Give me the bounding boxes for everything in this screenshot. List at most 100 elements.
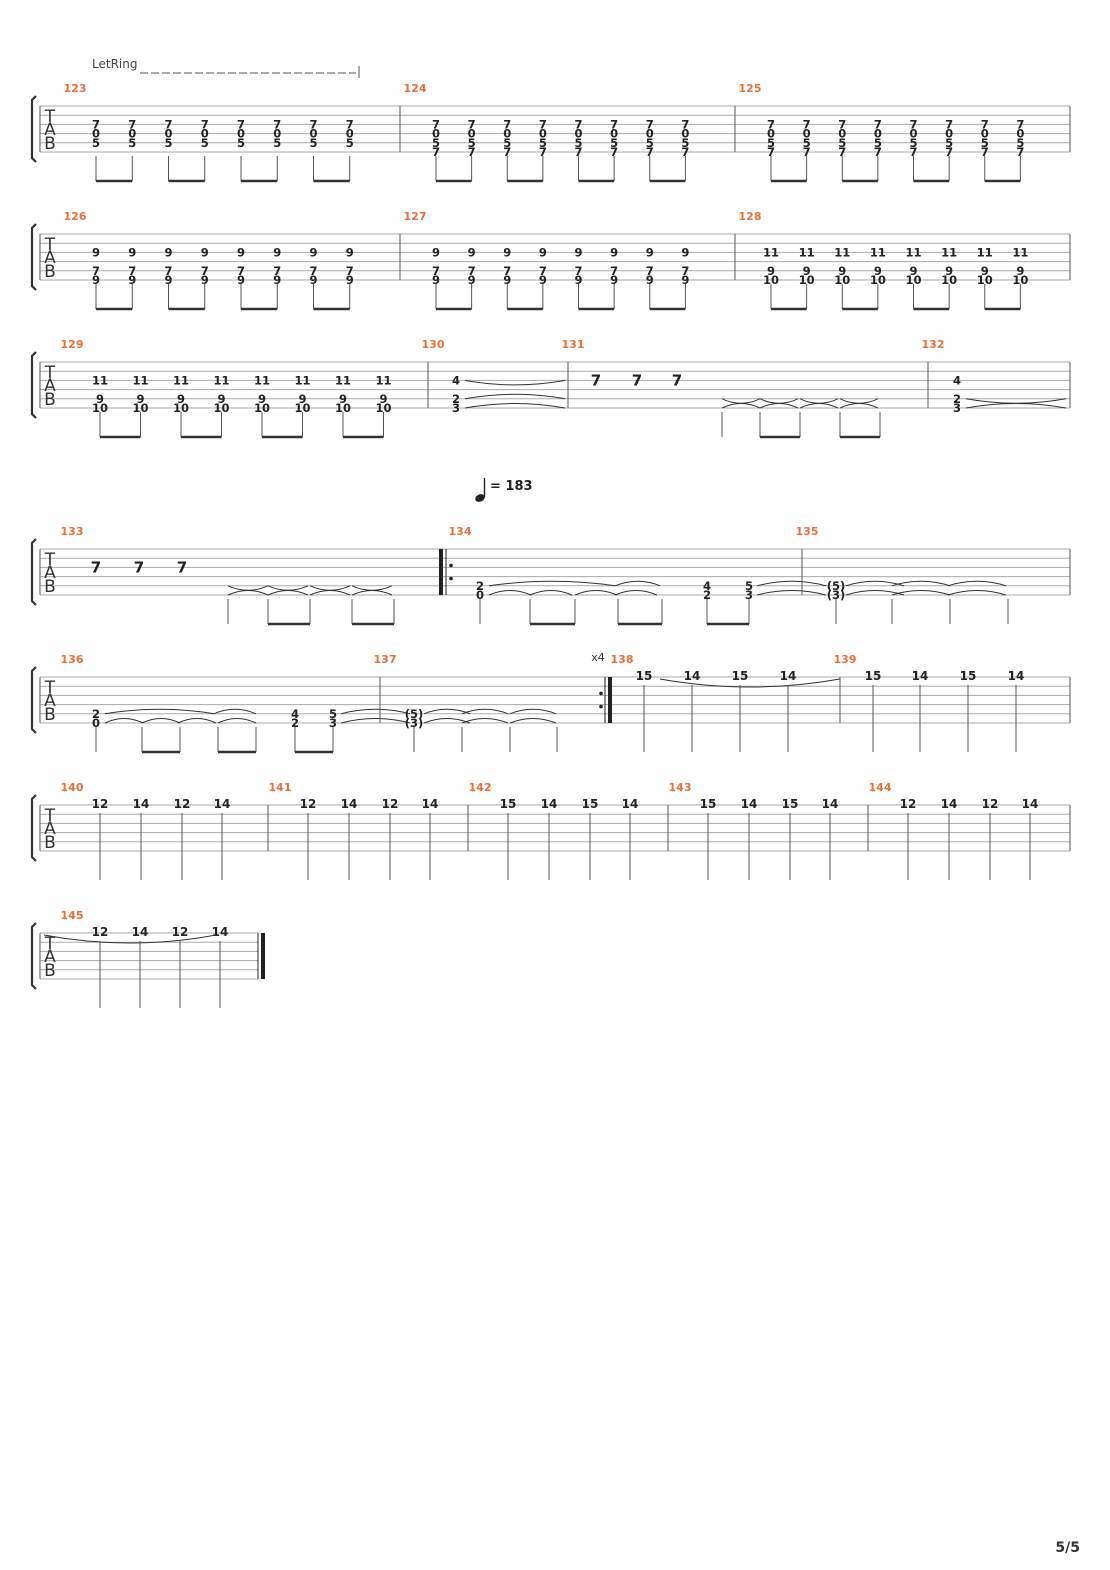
tie-arc [267, 585, 309, 591]
tie-arc [839, 398, 879, 404]
fret-number: 10 [799, 273, 815, 287]
tab-clef-letter: T [44, 235, 56, 255]
measure-number: 126 [64, 210, 87, 223]
fret-number: 7 [1016, 117, 1024, 131]
fret-number: (3) [405, 716, 424, 730]
fret-number: 7 [838, 145, 846, 159]
system-bracket [30, 538, 37, 606]
fret-number: 15 [782, 797, 799, 811]
fret-number: 11 [1012, 245, 1028, 259]
fret-number: 7 [503, 264, 511, 278]
fret-number: 9 [432, 273, 440, 287]
fret-number: 0 [1016, 127, 1024, 141]
fret-number: 0 [201, 127, 209, 141]
system-bracket [30, 95, 37, 163]
fret-number: 7 [681, 145, 689, 159]
fret-number: 9 [468, 273, 476, 287]
fret-number: 0 [503, 127, 511, 141]
fret-number: 0 [92, 127, 100, 141]
tie-arc [104, 718, 144, 724]
fret-number: 9 [503, 245, 511, 259]
tie-arc [574, 590, 618, 596]
fret-number: 9 [909, 264, 917, 278]
fret-number: 7 [574, 145, 582, 159]
fret-number: 5 [539, 136, 547, 150]
fret-number: 12 [92, 925, 109, 939]
fret-number: 4 [953, 373, 961, 387]
tab-clef-letter: A [44, 120, 56, 140]
fret-number: 9 [610, 273, 618, 287]
fret-number: 9 [681, 273, 689, 287]
measure-number: 137 [374, 653, 397, 666]
fret-number: 14 [780, 669, 797, 683]
fret-number: 11 [977, 245, 993, 259]
fret-number: 11 [870, 245, 886, 259]
fret-number: 11 [335, 373, 351, 387]
fret-number: 11 [834, 245, 850, 259]
fret-number: 7 [273, 264, 281, 278]
tie-arc [614, 590, 658, 596]
fret-number: 3 [452, 401, 460, 415]
tab-clef-letter: B [44, 961, 56, 981]
fret-number: 10 [173, 401, 189, 415]
fret-number: 10 [977, 273, 993, 287]
fret-number: 14 [214, 797, 231, 811]
repeat-start-thick-bar [439, 549, 443, 595]
fret-number: 5 [945, 136, 953, 150]
tie-arc [947, 590, 1007, 596]
fret-number: 9 [379, 392, 387, 406]
fret-number: 14 [912, 669, 929, 683]
fret-number: 10 [335, 401, 351, 415]
tie-arc [488, 590, 532, 596]
fret-number: 0 [539, 127, 547, 141]
fret-number: 5 [767, 136, 775, 150]
tab-clef-letter: B [44, 705, 56, 725]
fret-number: 9 [258, 392, 266, 406]
fret-number: 9 [273, 245, 281, 259]
fret-number: 0 [273, 127, 281, 141]
fret-number: 5 [273, 136, 281, 150]
fret-number: 11 [173, 373, 189, 387]
tab-clef-letter: A [44, 248, 56, 268]
fret-number: 7 [346, 117, 354, 131]
fret-number: 7 [468, 145, 476, 159]
fret-number: 9 [767, 264, 775, 278]
fret-number: 7 [874, 117, 882, 131]
system-bracket [30, 223, 37, 291]
fret-number: 10 [763, 273, 779, 287]
fret-number: 5 [646, 136, 654, 150]
fret-number: 15 [960, 669, 977, 683]
fret-number: 7 [468, 117, 476, 131]
fret-number: 10 [941, 273, 957, 287]
fret-number: 3 [745, 588, 753, 602]
fret-number: 9 [574, 245, 582, 259]
fret-number: 0 [128, 127, 136, 141]
fret-number: 7 [432, 264, 440, 278]
fret-number: 9 [164, 273, 172, 287]
fret-number: 12 [300, 797, 317, 811]
tie-arc [351, 585, 393, 591]
fret-number: 0 [803, 127, 811, 141]
fret-number: 12 [382, 797, 399, 811]
fret-number: 7 [164, 117, 172, 131]
measure-number: 128 [739, 210, 762, 223]
tie-arc [721, 403, 761, 409]
fret-number: 7 [681, 117, 689, 131]
tie-arc [799, 403, 839, 409]
fret-number: 15 [865, 669, 882, 683]
tie-arc [213, 708, 257, 715]
measure-number: 145 [61, 909, 84, 922]
tie-arc [965, 403, 1067, 409]
fret-number: 11 [92, 373, 108, 387]
tab-clef-letter: T [44, 806, 56, 826]
fret-number: (3) [827, 588, 846, 602]
fret-number: 0 [646, 127, 654, 141]
let-ring-indicator: LetRing [92, 57, 360, 78]
tie-arc [799, 398, 839, 404]
fret-number: 7 [201, 264, 209, 278]
fret-number: 5 [838, 136, 846, 150]
fret-number: 7 [838, 117, 846, 131]
measure-number: 142 [469, 781, 492, 794]
fret-number: 9 [92, 245, 100, 259]
